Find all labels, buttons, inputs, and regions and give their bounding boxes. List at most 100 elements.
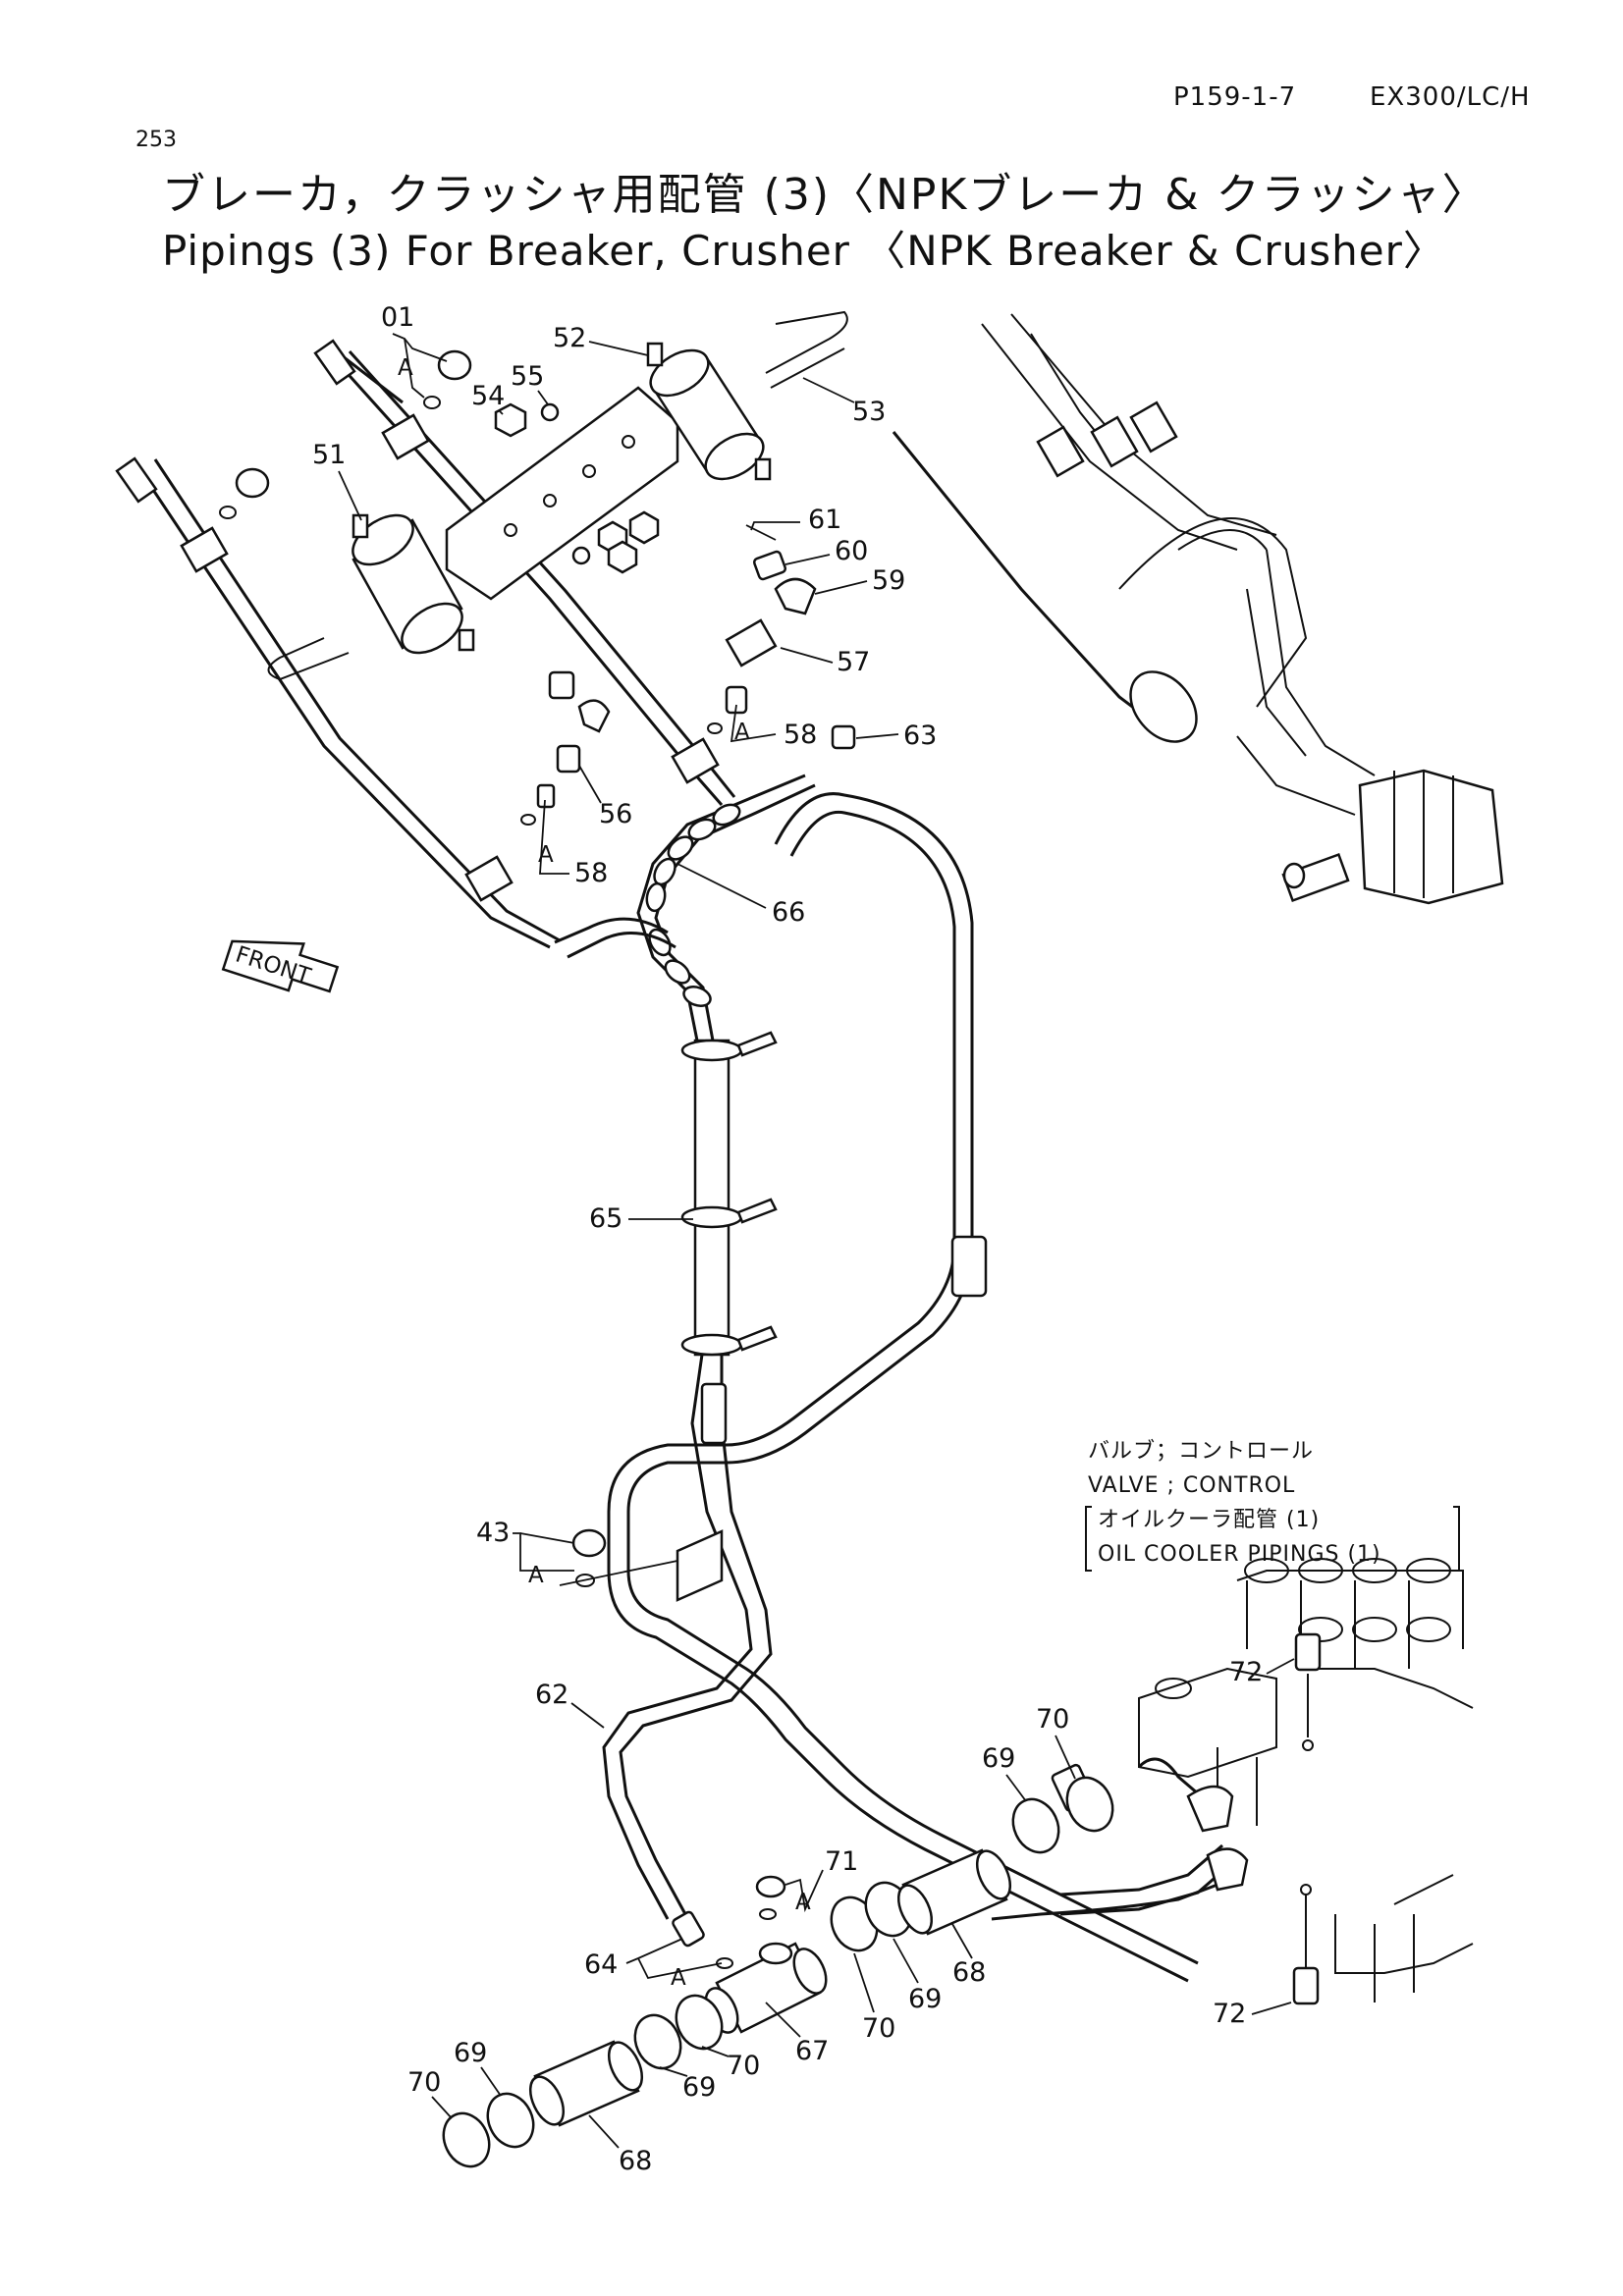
note-line-cooler-en: OIL COOLER PIPINGS (1): [1098, 1542, 1381, 1567]
callout-53: 53: [852, 397, 886, 427]
control-valve-upper: [1358, 769, 1504, 905]
sub-marker-a: A: [538, 842, 554, 868]
callout-70-lower-mid: 70: [727, 2051, 760, 2081]
callout-66: 66: [772, 897, 805, 928]
clamp-70: [1065, 1776, 1114, 1833]
fitting-58: [725, 685, 748, 715]
callout-69-lower-mid: 69: [682, 2072, 716, 2103]
callout-70-lower-left: 70: [407, 2067, 441, 2098]
sensor-72: [1292, 1966, 1320, 2005]
valve-fitting: [1036, 425, 1085, 478]
title-japanese: ブレーカ，クラッシャ用配管 (3)〈NPKブレーカ & クラッシャ〉: [162, 170, 1488, 220]
note-bracket-left: [1085, 1506, 1092, 1572]
note-line-valve-en: VALVE ; CONTROL: [1088, 1473, 1295, 1498]
plug-71: [755, 1875, 786, 1898]
sensor-72: [1294, 1632, 1322, 1672]
cap-01: [437, 349, 472, 381]
callout-43: 43: [476, 1518, 510, 1548]
fitting-60: [752, 550, 787, 581]
callout-57: 57: [837, 647, 870, 677]
front-direction-marker: FRONT: [221, 939, 340, 993]
valve-port: [1186, 1785, 1234, 1833]
tee-block-57: [725, 618, 778, 667]
mounting-bracket: [445, 386, 679, 601]
control-valve-lower: [1138, 1558, 1474, 2005]
callouts: 01 A 52 55 54 53 51 61 60 5: [312, 302, 1295, 2176]
hose-clamp: [680, 1198, 778, 1229]
callout-63: 63: [903, 721, 937, 751]
callout-51: 51: [312, 440, 346, 470]
callout-69-mid: 69: [908, 1984, 942, 2014]
pipe-block-43: [571, 1528, 724, 1602]
hose-clamp: [680, 1325, 778, 1357]
boom-and-valve: [892, 313, 1504, 905]
clamp-69: [1011, 1797, 1060, 1854]
callout-70-upper: 70: [1036, 1704, 1069, 1735]
callout-54: 54: [471, 381, 505, 411]
nut-54: [494, 402, 527, 438]
elbow: [577, 699, 611, 733]
sub-marker-a: A: [671, 1965, 686, 1991]
callout-72-lower: 72: [1213, 1999, 1246, 2029]
nut: [607, 540, 638, 574]
callout-56: 56: [599, 799, 632, 829]
tee-port: [758, 1942, 793, 1965]
clamp-69: [486, 2092, 535, 2149]
callout-60: 60: [835, 536, 868, 566]
clamp-70: [442, 2111, 491, 2168]
valve-port: [1206, 1847, 1249, 1892]
plug-43: [571, 1528, 607, 1558]
title-english: Pipings (3) For Breaker, Crusher 〈NPK Br…: [162, 227, 1445, 275]
callout-70-mid: 70: [862, 2013, 895, 2044]
sub-marker-a: A: [795, 1890, 811, 1915]
adapter-64: [672, 1910, 705, 1948]
valve-fitting: [1090, 415, 1139, 468]
callout-69-lower-left: 69: [454, 2038, 487, 2068]
hose-coupling: [700, 1382, 728, 1445]
washer: [571, 546, 591, 565]
clamp-69: [633, 2013, 682, 2070]
page-number: 253: [135, 128, 177, 152]
fitting-63: [831, 724, 856, 750]
pipe-block: [180, 526, 229, 573]
reference-note: バルブ；コントロール VALVE ; CONTROL オイルクーラ配管 (1) …: [1085, 1439, 1460, 1572]
valve-fitting: [1282, 862, 1306, 889]
callout-68-upper: 68: [952, 1957, 986, 1988]
sub-marker-a: A: [528, 1563, 544, 1588]
pipe-end-fitting: [313, 339, 356, 386]
washer-55: [540, 402, 560, 422]
callout-65: 65: [589, 1203, 622, 1234]
callout-58-upper: 58: [784, 720, 817, 750]
callout-67: 67: [795, 2036, 829, 2066]
hoses: [554, 774, 1236, 1983]
hose-clamp: [680, 1031, 778, 1062]
note-line-valve-jp: バルブ；コントロール: [1088, 1439, 1314, 1464]
pipe-block: [671, 737, 720, 784]
accumulator-52: [646, 342, 772, 481]
clamp-70: [675, 1994, 724, 2051]
callout-71: 71: [825, 1846, 858, 1877]
hose-coupling: [950, 1235, 988, 1298]
valve-block: [1281, 852, 1350, 903]
callout-62: 62: [535, 1680, 568, 1710]
callout-68-lower: 68: [619, 2146, 652, 2176]
hose-protector: [645, 803, 741, 1007]
model-code: EX300/LC/H: [1370, 82, 1531, 112]
callout-59: 59: [872, 565, 905, 596]
lower-fittings: [442, 1776, 1114, 2168]
pipe-end-fitting: [115, 456, 158, 504]
nut: [628, 510, 660, 545]
sub-marker-a: A: [398, 355, 413, 381]
pipe-block: [464, 855, 514, 902]
cap: [235, 467, 270, 499]
sub-marker-a: A: [734, 720, 750, 745]
callout-64: 64: [584, 1949, 618, 1980]
callout-01: 01: [381, 302, 414, 333]
elbow-59: [774, 577, 817, 615]
u-bolt: [267, 637, 350, 681]
upper-pipe-assembly: [115, 310, 856, 949]
callout-72-upper: 72: [1229, 1657, 1263, 1687]
note-bracket-right: [1453, 1506, 1460, 1572]
callout-55: 55: [511, 361, 544, 392]
